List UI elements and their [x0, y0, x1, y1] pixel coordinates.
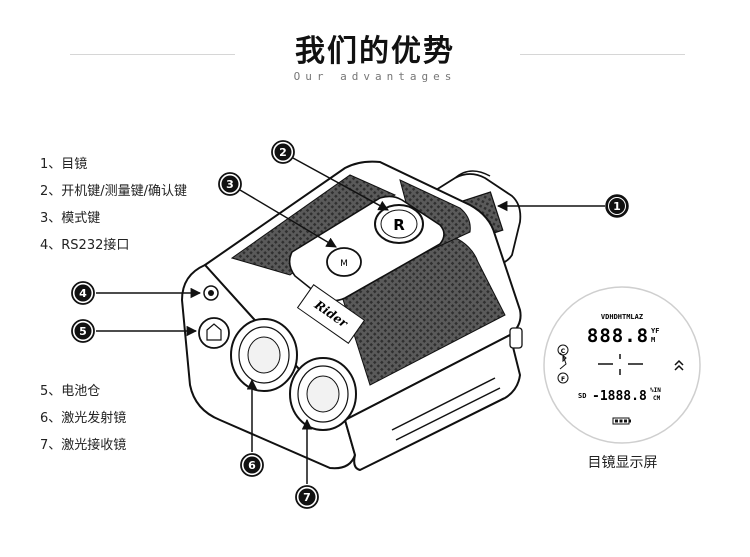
svg-text:2: 2 — [279, 146, 287, 159]
svg-text:F: F — [561, 376, 565, 383]
reticle-crosshair — [598, 354, 643, 375]
svg-text:1: 1 — [613, 200, 621, 213]
chevron-up-icon — [674, 359, 684, 371]
svg-text:M: M — [340, 259, 348, 269]
rs232-port — [203, 285, 219, 301]
callout-3: 3 — [218, 172, 242, 196]
callout-6: 6 — [240, 453, 264, 477]
battery-icon — [612, 417, 631, 425]
svg-text:4: 4 — [79, 287, 87, 300]
eyepiece-display-caption: 目镜显示屏 — [587, 455, 658, 471]
svg-text:C: C — [561, 348, 566, 355]
copyright-c-icon: C — [557, 344, 569, 356]
legend-item: 1、目镜 — [40, 157, 88, 172]
display-bottom-digits: -1888.8 — [592, 389, 647, 404]
legend-item: 3、模式键 — [40, 211, 101, 226]
display-top-unit-m: M — [651, 336, 655, 344]
svg-text:6: 6 — [248, 459, 256, 472]
callout-5: 5 — [71, 319, 95, 343]
bluetooth-icon — [559, 352, 567, 370]
svg-text:5: 5 — [79, 325, 87, 338]
page-title: 我们的优势 — [295, 34, 455, 69]
flag-f-icon: F — [557, 372, 569, 384]
title-rule-left — [70, 54, 235, 55]
legend-item: 6、激光发射镜 — [40, 411, 127, 426]
laser-receiver-lens — [289, 357, 357, 431]
display-top-unit-yf: YF — [651, 327, 659, 335]
display-bottom-unit-cm: CM — [653, 395, 661, 402]
title-rule-right — [520, 54, 685, 55]
legend-item: 4、RS232接口 — [40, 238, 130, 253]
legend-item: 5、电池仓 — [40, 384, 101, 399]
callout-1: 1 — [605, 194, 629, 218]
button-r: R — [374, 204, 424, 244]
display-top-digits: 888.8 — [587, 325, 649, 347]
display-bottom-unit-pct-in: %IN — [650, 387, 661, 394]
eyepiece-display: VDHDHTMLAZ 888.8 YF M C F SD -1888.8 %IN… — [543, 286, 701, 444]
battery-compartment — [198, 317, 230, 349]
display-mode-row: VDHDHTMLAZ — [601, 313, 643, 321]
svg-text:R: R — [393, 216, 405, 234]
page-subtitle: Our advantages — [293, 70, 457, 83]
callout-2: 2 — [271, 140, 295, 164]
display-sd-label: SD — [578, 392, 586, 400]
legend-item: 2、开机键/测量键/确认键 — [40, 184, 188, 199]
svg-text:3: 3 — [226, 178, 234, 191]
brand-logo: Rider — [296, 284, 366, 344]
button-m: M — [326, 247, 362, 277]
callout-4: 4 — [71, 281, 95, 305]
svg-text:7: 7 — [303, 491, 311, 504]
legend-item: 7、激光接收镜 — [40, 438, 127, 453]
laser-emitter-lens — [230, 318, 298, 392]
callout-7: 7 — [295, 485, 319, 509]
